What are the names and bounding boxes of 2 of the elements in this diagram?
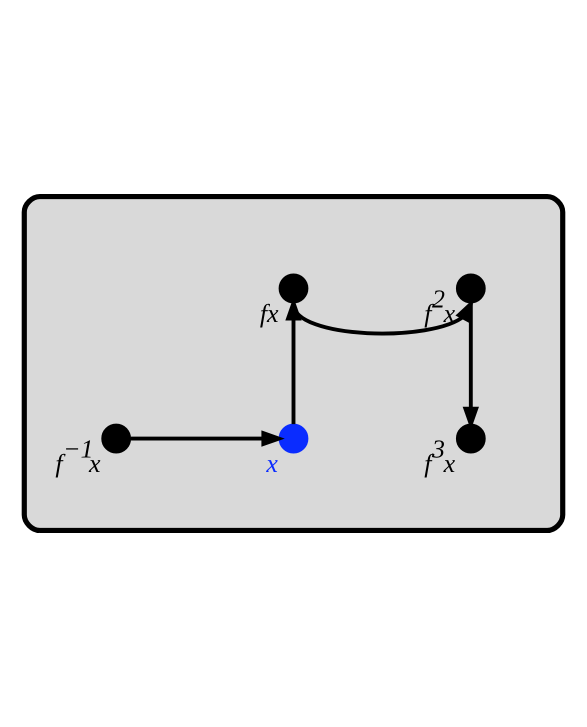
node-label: x	[266, 449, 278, 478]
node-label: fx	[260, 299, 279, 328]
